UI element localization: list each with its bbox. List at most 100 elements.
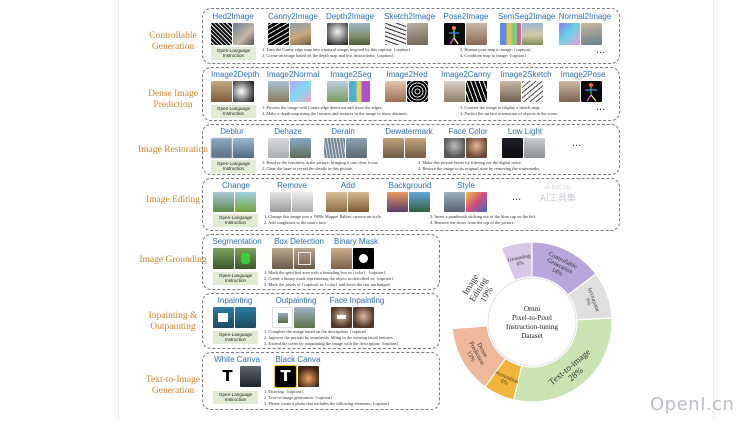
pose-map-thumbnail bbox=[444, 23, 465, 45]
segmentation-output-thumbnail bbox=[235, 248, 256, 269]
watermark-small: ai-bot.cn bbox=[544, 184, 571, 191]
white-canvas-output-thumbnail bbox=[240, 366, 261, 387]
instruction-line: 1. Process the image with Canny edge det… bbox=[262, 105, 383, 110]
remove-output-thumbnail bbox=[292, 192, 313, 212]
sketch-prediction-thumbnail bbox=[522, 81, 543, 102]
open-language-instruction-badge: Open-Language Instruction bbox=[213, 214, 258, 227]
task-label-image2pose: Image2Pose bbox=[560, 70, 606, 79]
instruction-line: 3. Make this picture better by filtering… bbox=[418, 160, 522, 165]
row-inpainting-outpainting bbox=[202, 293, 440, 349]
task-label-inpainting: Inpainting bbox=[217, 296, 253, 305]
task-label-face-color: Face Color bbox=[448, 127, 488, 136]
row-image-grounding bbox=[202, 234, 440, 290]
task-label-dewatermark: Dewatermark bbox=[385, 127, 433, 136]
task-label-remove: Remove bbox=[277, 181, 307, 190]
task-label-face-inpainting: Face Inpainting bbox=[329, 296, 385, 305]
black-canvas-output-thumbnail bbox=[298, 366, 319, 387]
instruction-line: 1. Drawing: {caption}. bbox=[264, 389, 305, 394]
task-label-image2normal: Image2Normal bbox=[266, 70, 320, 79]
binary-mask-input-thumbnail bbox=[331, 248, 352, 269]
depth-output-thumbnail bbox=[349, 23, 370, 45]
task-label-image2seg: Image2Seg bbox=[330, 70, 372, 79]
face-inpainting-output-thumbnail bbox=[353, 307, 374, 328]
instruction-line: 2. Clear the haze to reveal the details … bbox=[262, 166, 354, 171]
category-controllable-generation: Controllable Generation bbox=[149, 31, 197, 52]
open-language-instruction-badge: Open-Language Instruction bbox=[211, 160, 256, 173]
right-page-border bbox=[713, 0, 714, 421]
task-label-background: Background bbox=[388, 181, 432, 190]
open-language-instruction-badge: Open-Language Instruction bbox=[213, 331, 258, 344]
task-label-pose2image: Pose2Image bbox=[443, 12, 489, 21]
hed-output-thumbnail bbox=[233, 23, 254, 45]
task-label-image2hed: Image2Hed bbox=[386, 70, 428, 79]
task-label-semseg2image: SemSeg2Image bbox=[498, 12, 556, 21]
low-light-input-thumbnail bbox=[502, 138, 523, 158]
normal-output-thumbnail bbox=[581, 23, 602, 45]
sketch-map-thumbnail bbox=[385, 23, 406, 45]
canny-output-thumbnail bbox=[290, 23, 311, 45]
instruction-line: 2. Make a depth map using the features a… bbox=[262, 111, 408, 116]
deblur-output-thumbnail bbox=[233, 138, 254, 158]
task-label-canny2image: Canny2Image bbox=[268, 12, 318, 21]
instruction-line: 2. Create an image based on the depth ma… bbox=[262, 53, 395, 58]
outpainting-output-thumbnail bbox=[294, 307, 315, 328]
pose-input-thumbnail bbox=[559, 81, 580, 102]
depth-map-thumbnail bbox=[327, 23, 348, 45]
add-input-thumbnail bbox=[326, 192, 347, 212]
derain-output-thumbnail bbox=[346, 138, 367, 158]
dataset-composition-donut-chart: Grounding6%ControllableGeneration14%In/O… bbox=[451, 241, 613, 403]
instruction-line: 4. Condition map to image: {caption}. bbox=[460, 53, 528, 58]
category-text-to-image-generation: Text-to-Image Generation bbox=[145, 375, 201, 396]
task-label-image2depth: Image2Depth bbox=[210, 70, 260, 79]
box-detection-input-thumbnail bbox=[272, 248, 293, 269]
instruction-line: 1. Change this image into a 1980s Muppet… bbox=[264, 214, 382, 219]
task-label-deblur: Deblur bbox=[220, 127, 244, 136]
task-label-box-detection: Box Detection bbox=[274, 237, 324, 246]
normal-prediction-thumbnail bbox=[290, 81, 311, 102]
segmentation-input-thumbnail bbox=[213, 248, 234, 269]
task-label-binary-mask: Binary Mask bbox=[333, 237, 378, 246]
remove-input-thumbnail bbox=[270, 192, 291, 212]
sketch-output-thumbnail bbox=[407, 23, 428, 45]
depth-input-thumbnail bbox=[211, 81, 232, 102]
instruction-line: 2. Add sunglasses to the man's face bbox=[264, 220, 326, 225]
donut-label: Grounding6% bbox=[507, 253, 532, 269]
instruction-line: 2. Text-to-image generation: {caption}. bbox=[264, 395, 334, 400]
pose-prediction-thumbnail bbox=[581, 81, 602, 102]
dehaze-output-thumbnail bbox=[290, 138, 311, 158]
semseg-output-thumbnail bbox=[522, 23, 543, 45]
more-ellipsis: ... bbox=[596, 101, 606, 113]
task-label-style: Style bbox=[457, 181, 475, 190]
normal-map-thumbnail bbox=[559, 23, 580, 45]
instruction-line: 1. Mark the specified area with a boundi… bbox=[264, 270, 387, 275]
background-input-thumbnail bbox=[387, 192, 408, 212]
outpainting-input-thumbnail bbox=[272, 307, 293, 328]
dehaze-input-thumbnail bbox=[268, 138, 289, 158]
task-label-change: Change bbox=[221, 181, 251, 190]
inpainting-input-thumbnail bbox=[213, 307, 234, 328]
watermark-ai-tools: AI工具集 bbox=[540, 194, 576, 204]
hed-prediction-thumbnail bbox=[407, 81, 428, 102]
instruction-line: 3. Mark the pixels of {caption} in {colo… bbox=[264, 282, 391, 287]
instruction-line: 3. Insert a paintbrush sticking out of t… bbox=[430, 214, 537, 219]
task-label-image2canny: Image2Canny bbox=[441, 70, 491, 79]
black-canvas-thumbnail: T bbox=[274, 365, 297, 388]
inpainting-output-thumbnail bbox=[235, 307, 256, 328]
open-language-instruction-badge: Open-Language Instruction bbox=[211, 105, 256, 118]
face-color-input-thumbnail bbox=[444, 138, 465, 158]
task-label-depth2image: Depth2Image bbox=[326, 12, 375, 21]
low-light-output-thumbnail bbox=[524, 138, 545, 158]
watermark-openi: OpenI.cn bbox=[650, 394, 735, 415]
depth-prediction-thumbnail bbox=[233, 81, 254, 102]
task-label-hed2image: Hed2Image bbox=[212, 12, 254, 21]
task-label-black-canva: Black Canva bbox=[275, 355, 321, 364]
face-inpainting-input-thumbnail bbox=[331, 307, 352, 328]
instruction-line: 4. Predict the surface orientation of ob… bbox=[460, 111, 559, 116]
canny-prediction-thumbnail bbox=[466, 81, 487, 102]
derain-input-thumbnail bbox=[324, 138, 345, 158]
category-dense-image-prediction: Dense Image Prediction bbox=[148, 89, 198, 110]
task-label-sketch2image: Sketch2Image bbox=[384, 12, 436, 21]
row-dense-image-prediction bbox=[202, 67, 620, 121]
row-image-restoration bbox=[202, 124, 620, 175]
